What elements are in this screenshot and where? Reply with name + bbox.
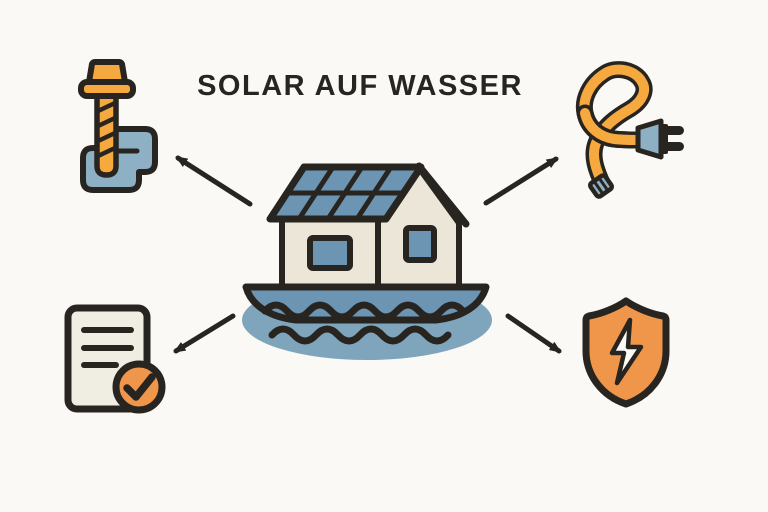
mounting-bolt-icon <box>78 59 158 193</box>
houseboat-illustration <box>242 162 492 360</box>
roof-edge <box>415 162 470 228</box>
power-cable-plug-icon <box>575 61 684 199</box>
bolt-head <box>86 59 128 85</box>
wave-line-lower <box>268 325 452 345</box>
lightning-shield-icon <box>582 297 670 408</box>
arrow-to-top-left <box>175 155 253 207</box>
front-window <box>307 235 353 271</box>
bolt-threads <box>95 100 118 159</box>
plug-body <box>635 118 664 160</box>
arrow-to-bottom-left <box>173 313 236 354</box>
arrow-to-top-right <box>483 156 559 206</box>
mount-bracket <box>80 126 158 193</box>
gable-window <box>403 225 437 263</box>
cable-cross-core <box>580 108 643 145</box>
solar-panel-grid <box>284 164 406 222</box>
wave-line-upper <box>261 301 467 321</box>
check-circle <box>112 360 166 414</box>
cable-tip <box>587 173 615 199</box>
page-title: SOLAR AUF WASSER <box>197 70 523 102</box>
lightning-bolt <box>609 317 644 386</box>
checked-document-icon <box>64 304 166 414</box>
check-mark <box>123 373 156 401</box>
plug-prongs <box>660 124 684 154</box>
bolt-flange <box>78 79 136 99</box>
connector-arrows <box>173 155 562 354</box>
document-text-lines <box>81 327 134 368</box>
arrow-to-bottom-right <box>505 313 562 354</box>
